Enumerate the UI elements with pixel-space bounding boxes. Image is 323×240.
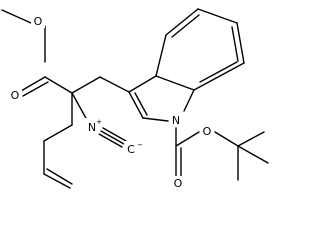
bond-c2-n1 xyxy=(142,117,169,122)
bond-c3-c2-inner xyxy=(134,92,148,116)
bond-boc-oxygen-to-tert-carbon xyxy=(214,131,239,147)
bond-c5-c6 xyxy=(197,8,238,24)
molecule-structure: O O N N + C − O O xyxy=(1,8,269,190)
bond-boc-carbonyl-to-ester-oxygen xyxy=(175,131,200,147)
bond-c6-c7-inner xyxy=(231,26,239,62)
bond-allyl-terminal-double-a xyxy=(43,173,71,189)
bond-isocyanide-triple-2 xyxy=(98,133,123,148)
bond-ester-carbonyl-double-a xyxy=(20,76,46,92)
atom-boc-carbonyl-oxygen: O xyxy=(174,177,183,190)
atom-isocyanide-carbon: C xyxy=(127,143,135,156)
atom-indole-nitrogen: N xyxy=(172,114,180,127)
atom-labels: O O N N + C − O O xyxy=(8,14,214,190)
bond-quaternary-to-ch2 xyxy=(71,76,101,94)
bond-c7a-inner xyxy=(199,61,238,83)
bond-c3a-c4 xyxy=(155,34,167,77)
bond-tert-carbon-methyl-right xyxy=(237,145,269,164)
bond-c7-c7a xyxy=(193,62,245,91)
bond-isocyanide-triple-3 xyxy=(102,127,127,142)
bond-quaternary-to-isocyanide-n xyxy=(71,92,88,121)
bond-c3-c2-outer xyxy=(128,91,144,119)
bond-methyl-to-ester-oxygen xyxy=(1,9,32,24)
atom-ester-carbonyl-oxygen: O xyxy=(11,89,20,102)
bond-allyl-ch2-to-ch xyxy=(43,124,73,142)
bond-c3-c3a xyxy=(128,75,157,93)
atom-ester-methyl-oxygen: O xyxy=(34,15,43,28)
bond-tert-carbon-methyl-up xyxy=(237,131,265,147)
isocyanide-carbon-negative-charge: − xyxy=(137,141,143,149)
bond-c4-c5-inner xyxy=(171,14,200,38)
bond-allyl-terminal-double-b xyxy=(46,168,73,185)
atom-boc-ester-oxygen: O xyxy=(203,125,212,138)
isocyanide-nitrogen-positive-charge: + xyxy=(96,118,102,126)
bond-ester-carbonyl-double-b xyxy=(22,81,49,97)
bond-ch2-to-indole-c3 xyxy=(99,76,130,93)
bond-c4-c5-outer xyxy=(165,8,199,36)
bond-isocyanide-triple-1 xyxy=(100,130,125,145)
bond-n1-c7a xyxy=(183,89,195,112)
bond-carbonyl-to-quaternary xyxy=(44,76,73,94)
atom-isocyanide-nitrogen: N xyxy=(88,121,96,134)
bond-c3a-c7a xyxy=(155,75,195,91)
bond-lines xyxy=(1,8,269,189)
bond-c6-c7-outer xyxy=(236,22,245,64)
